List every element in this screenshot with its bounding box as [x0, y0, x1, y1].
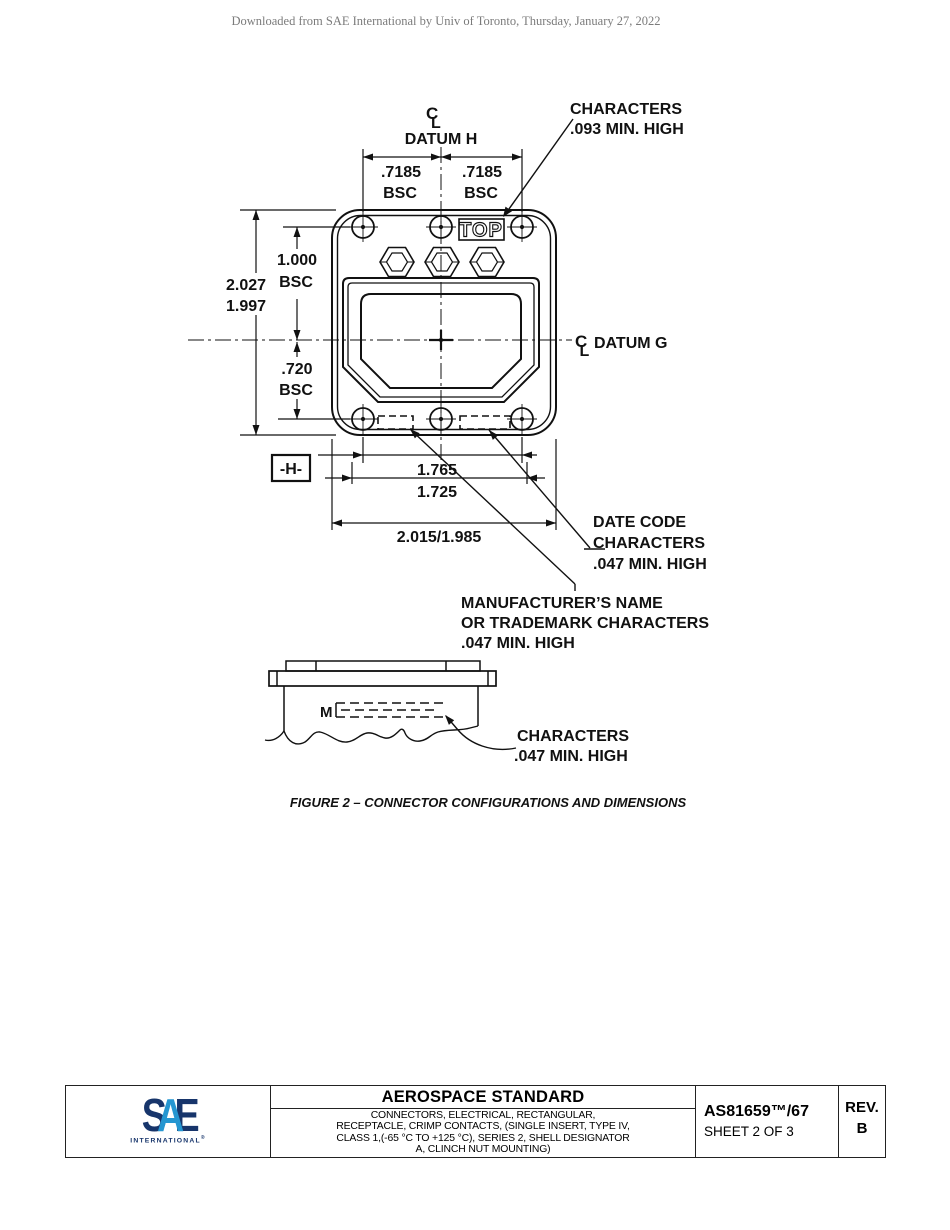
svg-text:CHARACTERS: CHARACTERS: [570, 101, 682, 118]
datum-g-label: C L DATUM G: [575, 332, 667, 360]
svg-text:.047 MIN. HIGH: .047 MIN. HIGH: [593, 556, 707, 573]
datum-h-label: DATUM H: [405, 131, 478, 148]
svg-text:.093 MIN. HIGH: .093 MIN. HIGH: [570, 121, 684, 138]
svg-text:BSC: BSC: [383, 185, 417, 202]
height-dim-max: 2.027: [226, 277, 266, 294]
datum-h-flag: -H-: [270, 453, 312, 483]
svg-text:DATUM G: DATUM G: [594, 335, 667, 352]
lower-bsc-value: .720: [281, 361, 312, 378]
characters-093-note: CHARACTERS .093 MIN. HIGH: [503, 101, 684, 217]
svg-text:.047 MIN. HIGH: .047 MIN. HIGH: [514, 748, 628, 765]
mounting-holes: [348, 212, 537, 434]
document-number: AS81659™/67: [704, 1103, 809, 1120]
svg-text:DATE CODE: DATE CODE: [593, 514, 686, 531]
connector-side-view: [264, 660, 517, 751]
rev-value: B: [856, 1120, 868, 1137]
dim-7185-left-value: .7185: [381, 164, 421, 181]
dimension-left: [240, 209, 350, 436]
upper-bsc-value: 1.000: [277, 252, 317, 269]
centerline-symbol-top: C: [426, 104, 438, 123]
note-leaders: [409, 428, 605, 591]
dim-1765: 1.765: [417, 462, 457, 479]
standard-title-cell: AEROSPACE STANDARD CONNECTORS, ELECTRICA…: [271, 1086, 696, 1157]
date-code-area-left: [377, 415, 414, 430]
svg-text:.047 MIN. HIGH: .047 MIN. HIGH: [461, 635, 575, 652]
download-header: Downloaded from SAE International by Uni…: [231, 14, 661, 28]
svg-text:L: L: [431, 115, 441, 132]
break-line: [283, 725, 479, 745]
side-m-label: M: [320, 704, 333, 721]
sae-logo: SAE INTERNATIONAL®: [66, 1086, 271, 1157]
svg-text:OR TRADEMARK CHARACTERS: OR TRADEMARK CHARACTERS: [461, 615, 709, 632]
top-marking-box: [458, 218, 505, 241]
rev-label: REV.: [845, 1099, 879, 1116]
document-number-cell: AS81659™/67 SHEET 2 OF 3: [696, 1086, 839, 1157]
dimension-top: [362, 149, 523, 212]
figure-caption: FIGURE 2 – CONNECTOR CONFIGURATIONS AND …: [290, 795, 687, 810]
sae-logo-subtitle: INTERNATIONAL®: [130, 1135, 206, 1145]
sheet-number: SHEET 2 OF 3: [704, 1124, 794, 1139]
dim-overall: 2.015/1.985: [397, 529, 482, 546]
shell-outline-outer: [331, 209, 557, 436]
title-block: SAE INTERNATIONAL® AEROSPACE STANDARD CO…: [65, 1085, 886, 1158]
connector-face-view: TOP: [188, 147, 572, 467]
svg-text:L: L: [580, 343, 590, 360]
height-dim-min: 1.997: [226, 298, 266, 315]
dimension-bottom: [318, 437, 557, 530]
insert-cavity: [342, 277, 540, 403]
svg-text:CHARACTERS: CHARACTERS: [517, 728, 629, 745]
standard-subtitle: CONNECTORS, ELECTRICAL, RECTANGULAR, REC…: [336, 1110, 630, 1155]
manufacturer-note: MANUFACTURER’S NAME OR TRADEMARK CHARACT…: [461, 595, 709, 652]
date-code-area-right: [459, 415, 511, 430]
standard-title: AEROSPACE STANDARD: [271, 1086, 695, 1109]
dim-7185-right-value: .7185: [462, 164, 502, 181]
svg-text:BSC: BSC: [279, 274, 313, 291]
hex-nuts: [379, 246, 505, 278]
svg-text:BSC: BSC: [279, 382, 313, 399]
date-code-note: DATE CODE CHARACTERS .047 MIN. HIGH: [593, 514, 707, 573]
top-marking-label: TOP: [459, 220, 503, 242]
dim-1725: 1.725: [417, 484, 457, 501]
side-leader: [445, 715, 517, 751]
centerline-symbol-g: C: [575, 332, 587, 351]
revision-cell: REV. B: [839, 1086, 885, 1157]
marking-band: [335, 702, 443, 718]
svg-text:MANUFACTURER’S NAME: MANUFACTURER’S NAME: [461, 595, 663, 612]
side-characters-note: CHARACTERS .047 MIN. HIGH: [514, 728, 629, 765]
svg-text:-H-: -H-: [280, 461, 302, 478]
svg-text:CHARACTERS: CHARACTERS: [593, 535, 705, 552]
svg-text:BSC: BSC: [464, 185, 498, 202]
